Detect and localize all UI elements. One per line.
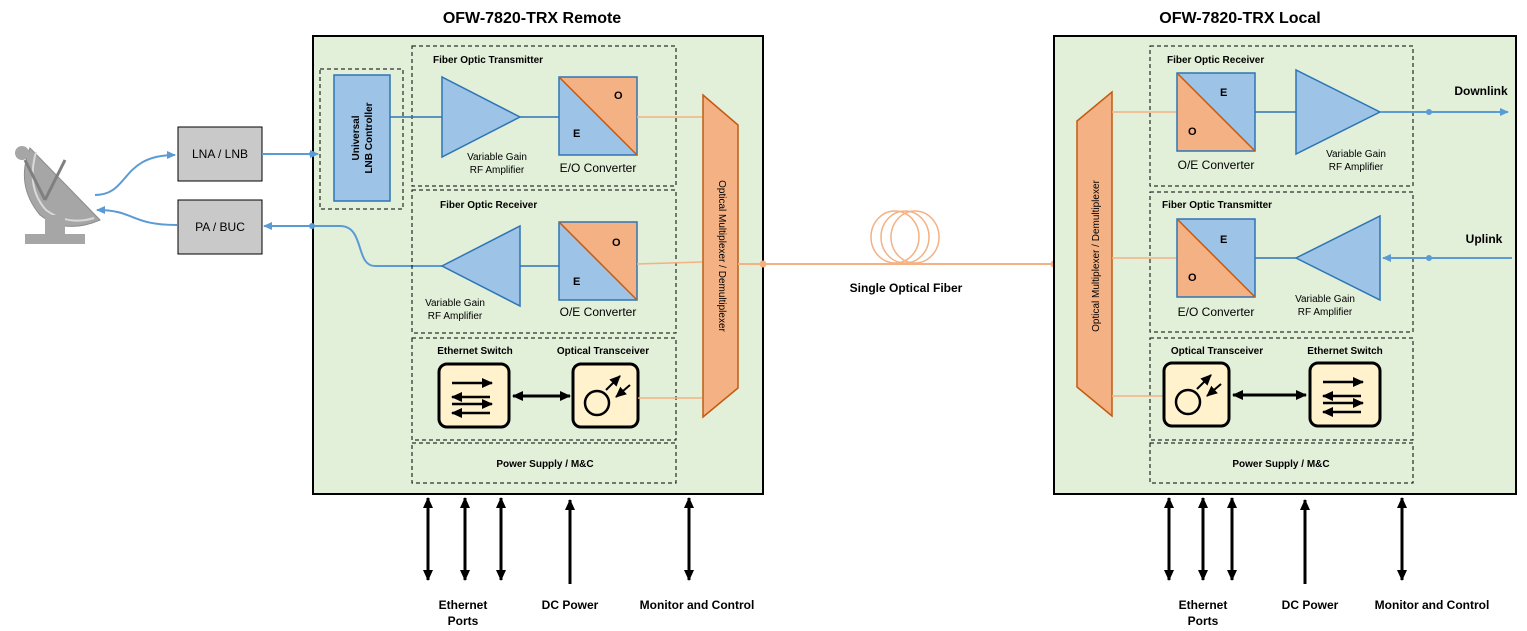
remote-rx-amp-label1: Variable Gain — [425, 298, 485, 309]
local-bottom-connectors — [1164, 497, 1407, 584]
fiber-label: Single Optical Fiber — [850, 281, 963, 295]
local-fiber-rx-group — [1149, 45, 1414, 187]
local-eo-converter-icon — [1176, 218, 1256, 298]
remote-to-pa-line — [263, 222, 442, 267]
remote-oe-e: E — [573, 276, 580, 288]
local-power-supply-group — [1149, 442, 1414, 484]
local-transceiver-label: Optical Transceiver — [1171, 346, 1263, 357]
remote-power-supply-group — [411, 442, 677, 484]
lna-lnb-label: LNA / LNB — [192, 147, 248, 161]
pa-buc-label: PA / BUC — [195, 220, 245, 234]
local-eo-e: E — [1220, 234, 1227, 246]
remote-fiber-tx-group — [411, 45, 677, 187]
lnb-controller-line2: LNB Controller — [364, 102, 375, 173]
local-ethernet-group — [1149, 337, 1414, 441]
local-eo-o: O — [1188, 272, 1197, 284]
remote-ethernet-ports-label2: Ports — [448, 614, 479, 628]
pa-buc-box — [177, 199, 263, 255]
remote-eo-o: O — [614, 90, 623, 102]
remote-mux-icon — [702, 93, 739, 419]
lnb-controller-box — [333, 74, 391, 202]
local-ethernet-ports-label1: Ethernet — [1179, 598, 1228, 612]
uplink-label: Uplink — [1466, 232, 1503, 246]
remote-ethernet-switch-icon — [437, 362, 511, 429]
remote-oe-o: O — [612, 237, 621, 249]
fiber-coil-icon — [870, 210, 940, 264]
remote-eo-e: E — [573, 128, 580, 140]
local-ethernet-ports-label2: Ports — [1188, 614, 1219, 628]
remote-transceiver-icon — [571, 362, 640, 429]
local-oe-o: O — [1188, 126, 1197, 138]
local-rx-amp-label1: Variable Gain — [1326, 149, 1386, 160]
local-fiber-tx-title: Fiber Optic Transmitter — [1162, 200, 1272, 211]
local-oe-converter-icon — [1176, 72, 1256, 152]
local-transceiver-icon — [1162, 361, 1231, 428]
remote-eo-converter-icon — [558, 76, 638, 156]
local-ethernet-switch-icon — [1308, 361, 1382, 428]
local-eo-label: E/O Converter — [1178, 305, 1255, 319]
remote-transceiver-label: Optical Transceiver — [557, 346, 649, 357]
satellite-dish-icon — [15, 146, 101, 244]
remote-tx-amp-label1: Variable Gain — [467, 152, 527, 163]
remote-fiber-tx-title: Fiber Optic Transmitter — [433, 55, 543, 66]
remote-tx-amp-label2: RF Amplifier — [470, 165, 525, 176]
local-dc-power-label: DC Power — [1282, 598, 1339, 612]
lnb-controller-line1: Universal — [351, 115, 362, 160]
local-unit — [1053, 35, 1517, 495]
local-fiber-rx-title: Fiber Optic Receiver — [1167, 55, 1264, 66]
lna-lnb-box — [177, 126, 263, 182]
remote-oe-converter-icon — [558, 221, 638, 301]
dish-to-lna-line — [94, 151, 176, 196]
remote-rx-amp-label2: RF Amplifier — [428, 311, 483, 322]
remote-ethernet-ports-label1: Ethernet — [439, 598, 488, 612]
remote-oe-label: O/E Converter — [560, 305, 637, 319]
remote-dc-power-label: DC Power — [542, 598, 599, 612]
local-tx-amplifier-icon — [1294, 214, 1381, 302]
pa-to-dish-line — [96, 206, 178, 226]
remote-monitor-control-label: Monitor and Control — [640, 598, 755, 612]
remote-ethernet-group — [411, 337, 677, 441]
local-rx-amplifier-icon — [1295, 68, 1382, 156]
local-tx-amp-label1: Variable Gain — [1295, 294, 1355, 305]
remote-ethernet-switch-label: Ethernet Switch — [437, 346, 513, 357]
remote-eo-label: E/O Converter — [560, 161, 637, 175]
remote-bottom-connectors — [423, 497, 694, 584]
local-mux-icon — [1076, 90, 1113, 418]
downlink-label: Downlink — [1454, 84, 1508, 98]
remote-mux-label: Optical Multiplexer / Demultiplexer — [716, 180, 727, 332]
local-ethernet-switch-label: Ethernet Switch — [1307, 346, 1383, 357]
remote-fiber-rx-title: Fiber Optic Receiver — [440, 200, 537, 211]
local-title: OFW-7820-TRX Local — [1159, 10, 1320, 27]
remote-power-supply-label: Power Supply / M&C — [496, 459, 593, 470]
local-fiber-tx-group — [1149, 191, 1414, 333]
local-oe-label: O/E Converter — [1178, 158, 1255, 172]
local-rx-amp-label2: RF Amplifier — [1329, 162, 1384, 173]
local-oe-e: E — [1220, 87, 1227, 99]
remote-title: OFW-7820-TRX Remote — [443, 10, 621, 27]
local-mux-label: Optical Multiplexer / Demultiplexer — [1091, 179, 1102, 331]
remote-fiber-rx-group — [411, 189, 677, 334]
local-monitor-control-label: Monitor and Control — [1375, 598, 1490, 612]
local-power-supply-label: Power Supply / M&C — [1232, 459, 1329, 470]
local-tx-amp-label2: RF Amplifier — [1298, 307, 1353, 318]
remote-tx-amplifier-icon — [441, 75, 522, 159]
